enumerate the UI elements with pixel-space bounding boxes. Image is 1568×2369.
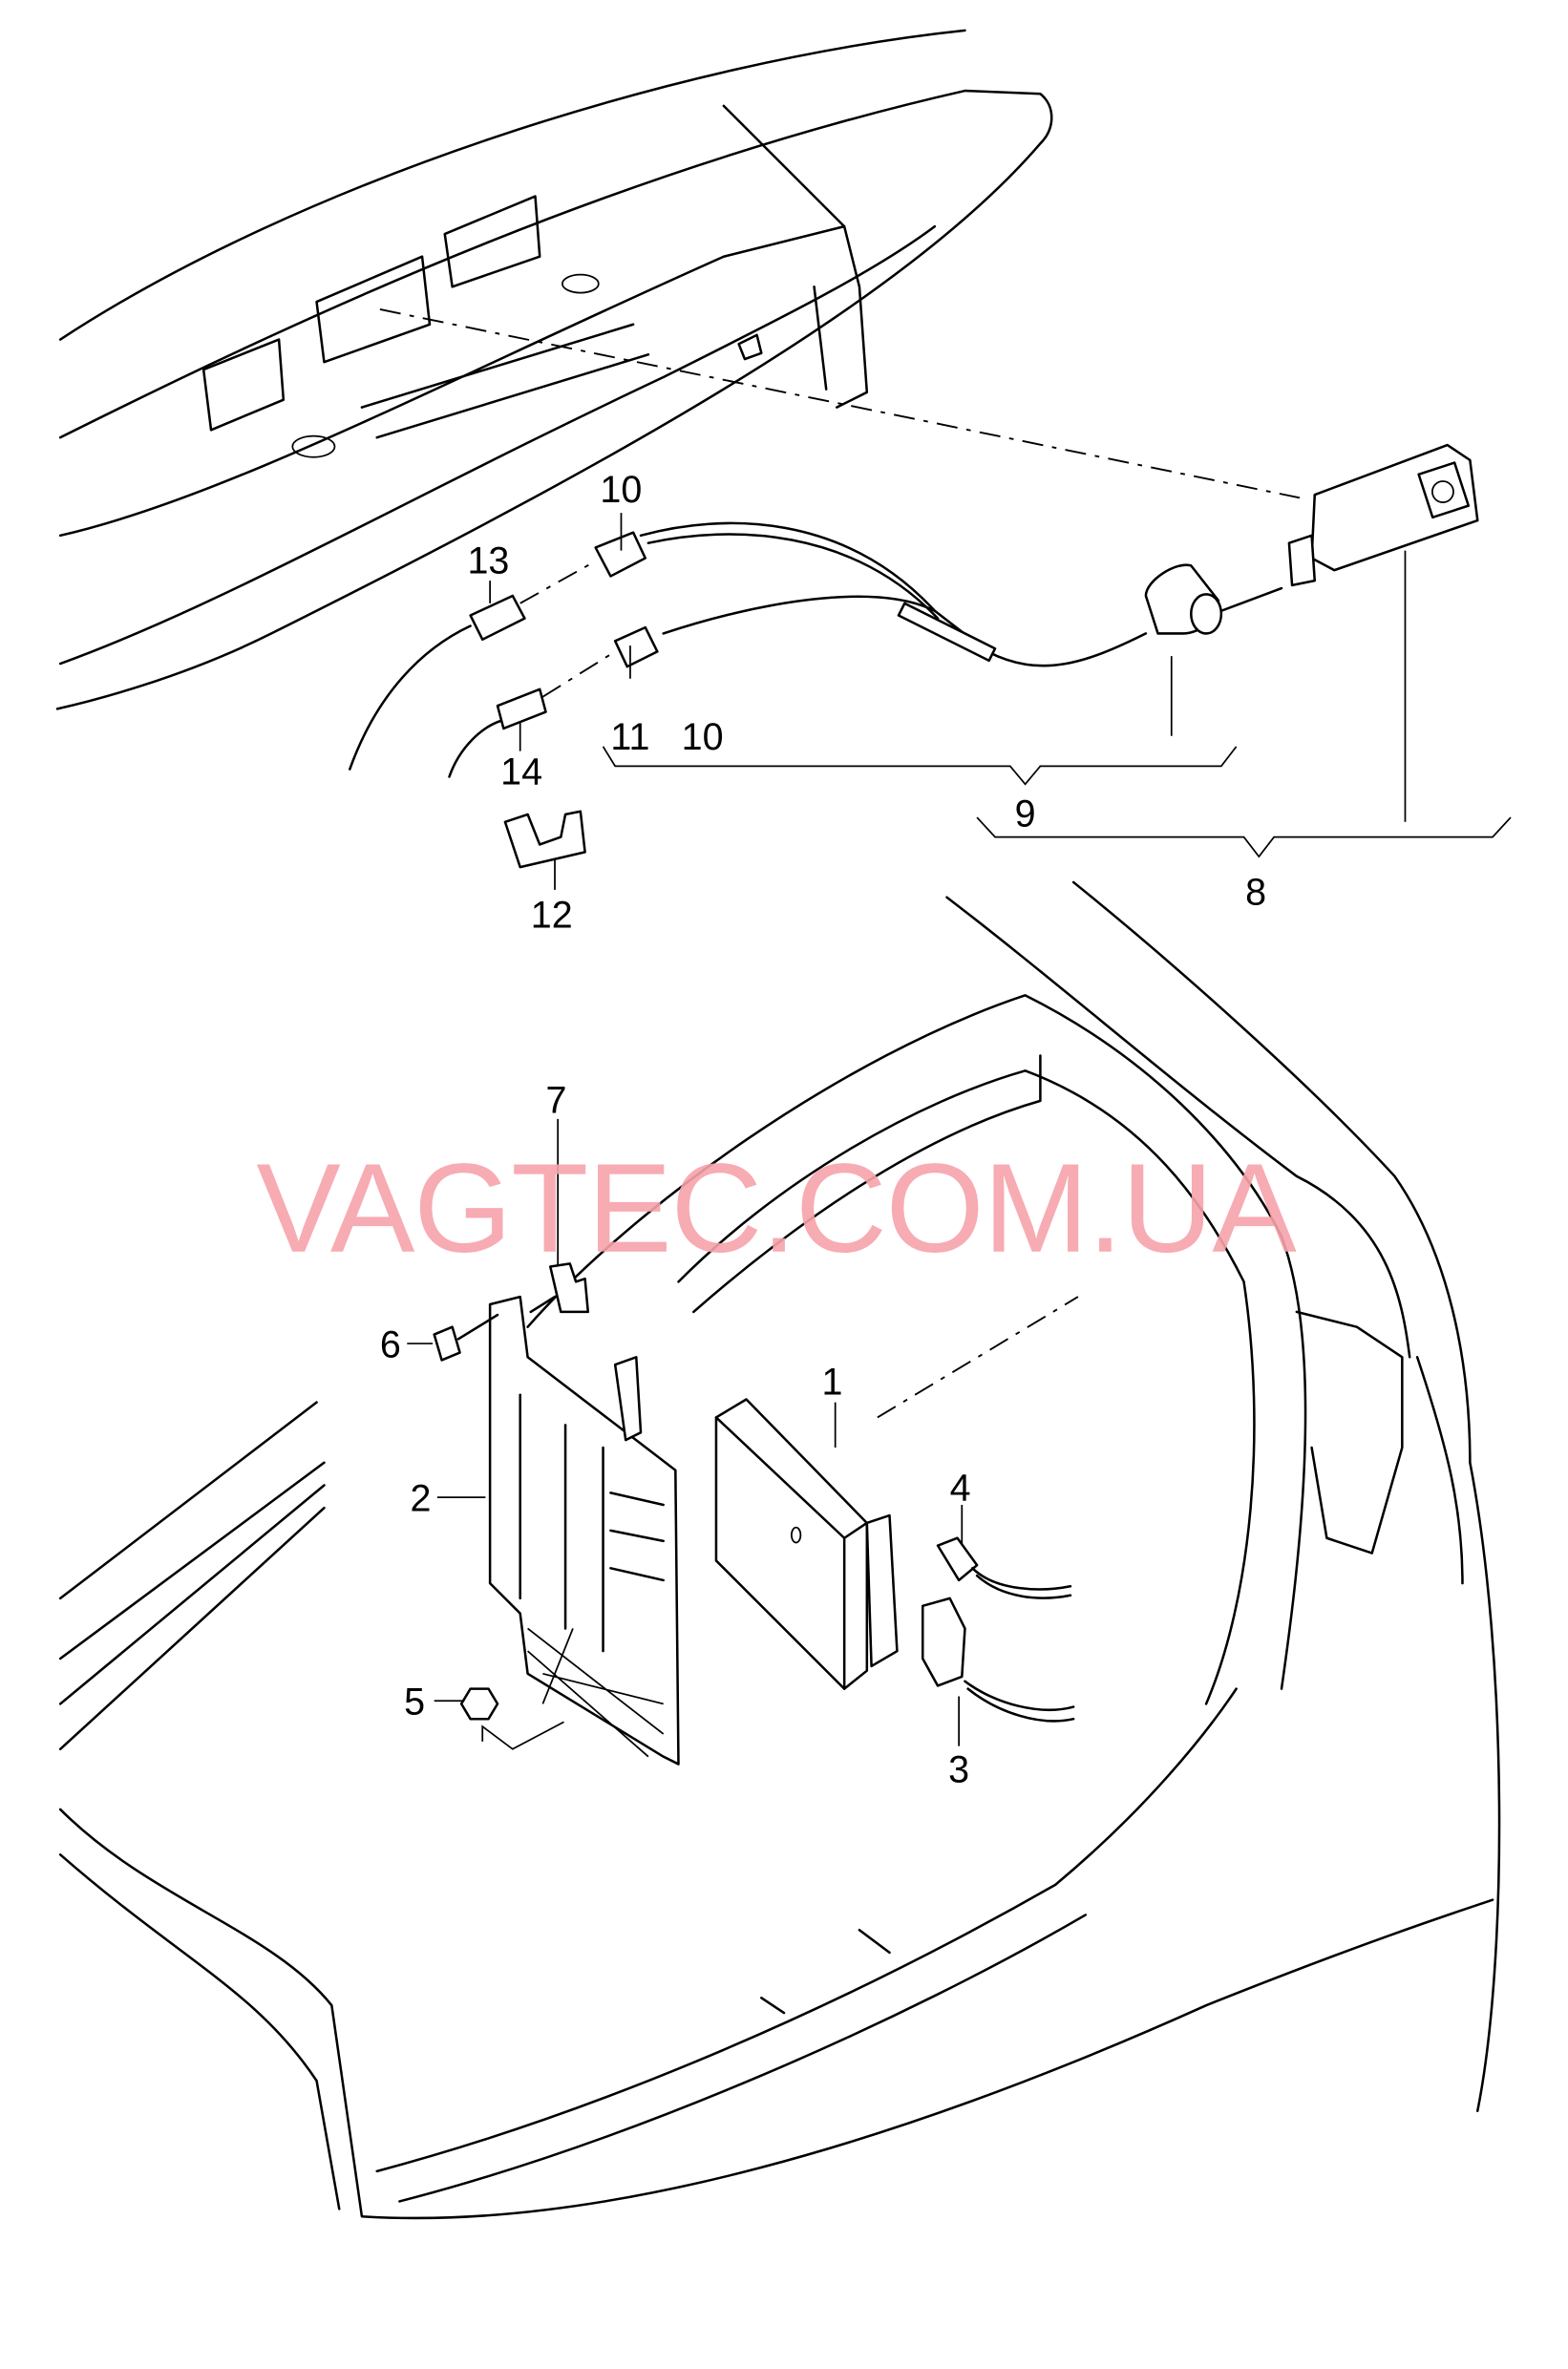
callout-2: 2: [410, 1477, 431, 1519]
rear-view-camera: [1144, 443, 1479, 635]
callout-13: 13: [467, 539, 509, 582]
callout-10-bottom: 10: [682, 716, 724, 758]
small-parts: [433, 1262, 1075, 1723]
callout-14: 14: [500, 751, 542, 793]
watermark: VAGTEC.COM.UA: [256, 1138, 1297, 1280]
callout-7: 7: [546, 1080, 567, 1122]
trunk-lid: [55, 29, 1301, 710]
control-unit-bracket: [488, 1295, 680, 1766]
callout-3: 3: [948, 1749, 969, 1791]
callout-5: 5: [404, 1681, 425, 1723]
callout-1: 1: [821, 1362, 842, 1404]
callout-labels: 1 2 3 4 5 6 7 8 9 10 10 11 12 13 14: [380, 469, 1266, 1790]
callout-10-top: 10: [600, 469, 642, 511]
callout-8: 8: [1245, 872, 1266, 914]
parking-aid-control-unit: [714, 1398, 899, 1690]
callout-4: 4: [950, 1467, 971, 1509]
leader-lines: [407, 513, 1512, 1750]
trunk-body: [58, 880, 1501, 2220]
callout-12: 12: [531, 894, 573, 936]
camera-wiring-harness: [349, 521, 1148, 869]
callout-9: 9: [1015, 793, 1036, 835]
callout-11: 11: [610, 716, 649, 758]
callout-6: 6: [380, 1323, 401, 1365]
